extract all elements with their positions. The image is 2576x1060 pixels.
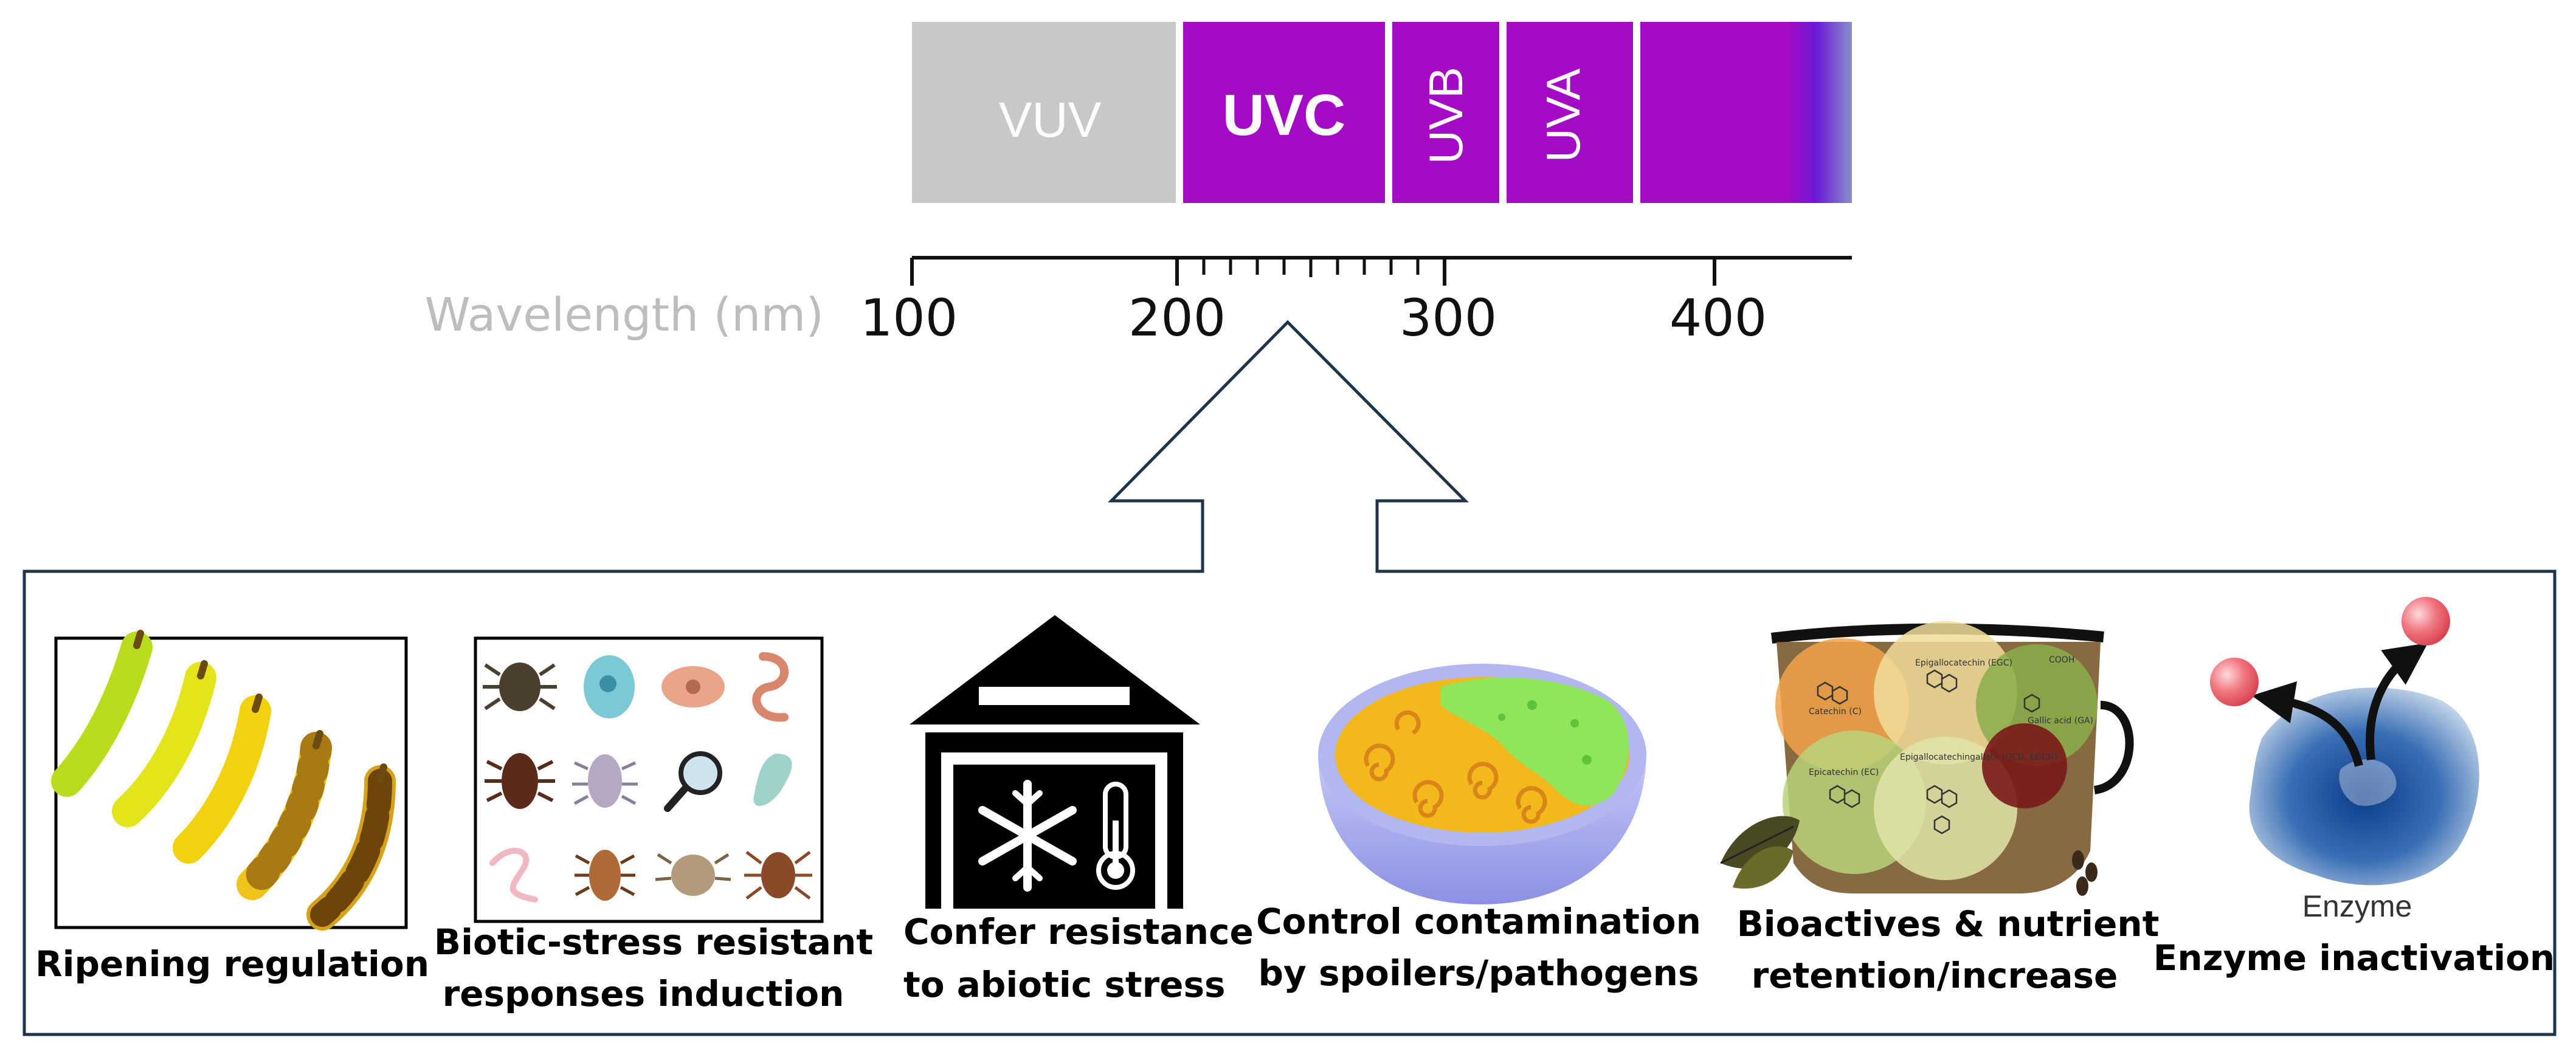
bacterium-icon [753,754,792,807]
soup-swirls [1364,710,1547,824]
pests-grid-icon [483,652,812,903]
molecule-label-ga: Gallic acid (GA) [2028,716,2093,726]
substrate-ball-left [2210,658,2259,706]
soup-bowl-icon [1318,664,1646,904]
segment-uvb [1392,22,1499,203]
tick-label-300: 300 [1400,288,1497,348]
nematode-icon [489,847,538,903]
panel-bioactives: Catechin (C) Epigallocatechin (EGC) Epic… [1720,621,2160,996]
panel-enzyme: Enzyme Enzyme inactivation [2153,597,2555,979]
enzyme-icon [2210,597,2479,886]
enzyme-pocket [2339,759,2397,806]
enzyme-body [2249,687,2479,886]
caption-abiotic-line1: Confer resistance [903,911,1254,952]
aphid-icon [655,853,731,896]
enzyme-label: Enzyme [2302,889,2412,923]
segment-label-uvb: UVB [1419,67,1473,164]
axis-minor-ticks [1202,258,1420,277]
mold-patch [1441,677,1629,806]
snowflake-icon [978,780,1077,892]
substrate-ball-right [2402,597,2450,645]
wavelength-axis: Wavelength (nm) 100 200 300 400 [424,256,1852,348]
molecule-label-ec: Epicatechin (EC) [1809,768,1879,777]
caption-bioactives-line2: retention/increase [1752,955,2118,996]
caption-biotic-line1: Biotic-stress resistant [434,921,873,963]
worm-icon [752,652,789,722]
bananas-icon [51,630,396,931]
segment-label-uvc: UVC [1223,83,1346,148]
caption-contamination-line2: by spoilers/pathogens [1259,952,1699,994]
segment-gradient-tail [1787,22,1852,203]
spectrum-bar: VUV UVC UVB UVA [912,22,1852,203]
caption-enzyme: Enzyme inactivation [2153,937,2555,979]
microbe-icon [584,655,635,718]
molecule-label-cooh: COOH [2049,655,2074,665]
molecule-label-catechin: Catechin (C) [1809,707,1862,717]
molecule-structures [1817,669,2040,835]
panel-contamination: Control contamination by spoilers/pathog… [1256,664,1701,994]
mite-icon [572,754,638,808]
bug-icon [575,850,635,901]
molecule-label-egc: Epigallocatechin (EGC) [1915,658,2012,668]
axis-title: Wavelength (nm) [424,287,824,342]
segment-label-vuv: VUV [999,92,1102,148]
reaction-arrow-left [2251,681,2363,767]
axis-major-ticks [910,258,1716,286]
thermometer-icon [1096,782,1135,890]
tick-icon [483,662,557,711]
mold-spots [1498,700,1592,765]
amoeba-icon [661,666,725,707]
tick-label-400: 400 [1670,288,1767,348]
cold-storage-icon [910,615,1200,909]
beetle-icon [485,753,555,809]
caption-contamination-line1: Control contamination [1256,901,1701,942]
caption-abiotic-line2: to abiotic stress [903,964,1226,1005]
caption-biotic-line2: responses induction [443,973,844,1014]
tick-label-100: 100 [860,288,958,348]
segment-uvc [1183,22,1385,203]
segment-label-uva: UVA [1536,69,1590,163]
caption-ripening: Ripening regulation [35,943,429,985]
spider-mite-icon [744,851,812,900]
molecule-label-egcg: Epigallocatechingallate (GCG, EGCG) [1900,752,2057,762]
tea-seeds-icon [2072,850,2098,896]
magnifier-icon [664,751,722,812]
panel-abiotic-stress: Confer resistance to abiotic stress [903,615,1254,1005]
tick-label-200: 200 [1128,288,1226,348]
tea-cup-icon: Catechin (C) Epigallocatechin (EGC) Epic… [1720,621,2134,896]
reaction-arrow-right [2366,642,2428,760]
panel-biotic-stress: Biotic-stress resistant responses induct… [434,636,873,1014]
tea-leaves-icon [1720,816,1800,889]
caption-bioactives-line1: Bioactives & nutrient [1737,903,2160,945]
segment-vuv [912,22,1176,203]
segment-uva [1507,22,1633,203]
cup-handle [2093,701,2134,794]
panel-ripening: Ripening regulation [35,630,429,985]
